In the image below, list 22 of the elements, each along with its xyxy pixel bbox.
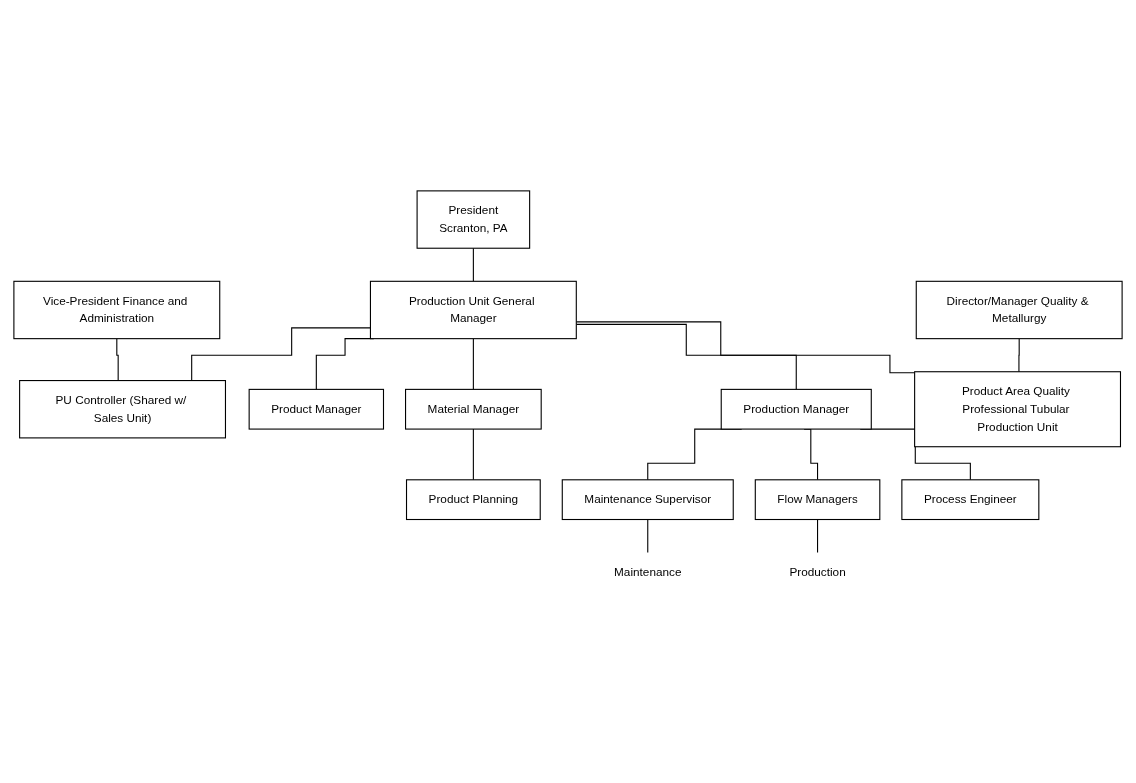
connector (472, 338, 474, 390)
node-box: Product Manager (248, 388, 385, 430)
node-text: Maintenance (614, 565, 682, 579)
connector (116, 338, 121, 381)
node-box: Material Manager (405, 388, 542, 430)
node-box: Vice-President Finance and Administration (13, 280, 221, 340)
connector (1018, 338, 1020, 373)
node-box: Maintenance Supervisor (561, 479, 734, 520)
connector (647, 518, 649, 554)
node-box: Director/Manager Quality & Metallurgy (915, 280, 1123, 340)
node-box: PU Controller (Shared w/ Sales Unit) (19, 379, 226, 439)
node-box: Production Unit General Manager (369, 280, 577, 340)
connector (472, 428, 474, 481)
node-text: Production (789, 565, 846, 579)
node-box: Process Engineer (901, 479, 1040, 520)
node-box: Production Manager (720, 388, 872, 430)
node-box: Product Area Quality Professional Tubular Production Unit (914, 371, 1122, 448)
node-box: Product Planning (405, 479, 541, 520)
node-box: Flow Managers (754, 479, 881, 520)
connector (472, 247, 474, 282)
connector (817, 518, 819, 554)
node-box: President Scranton, PA (416, 190, 531, 249)
